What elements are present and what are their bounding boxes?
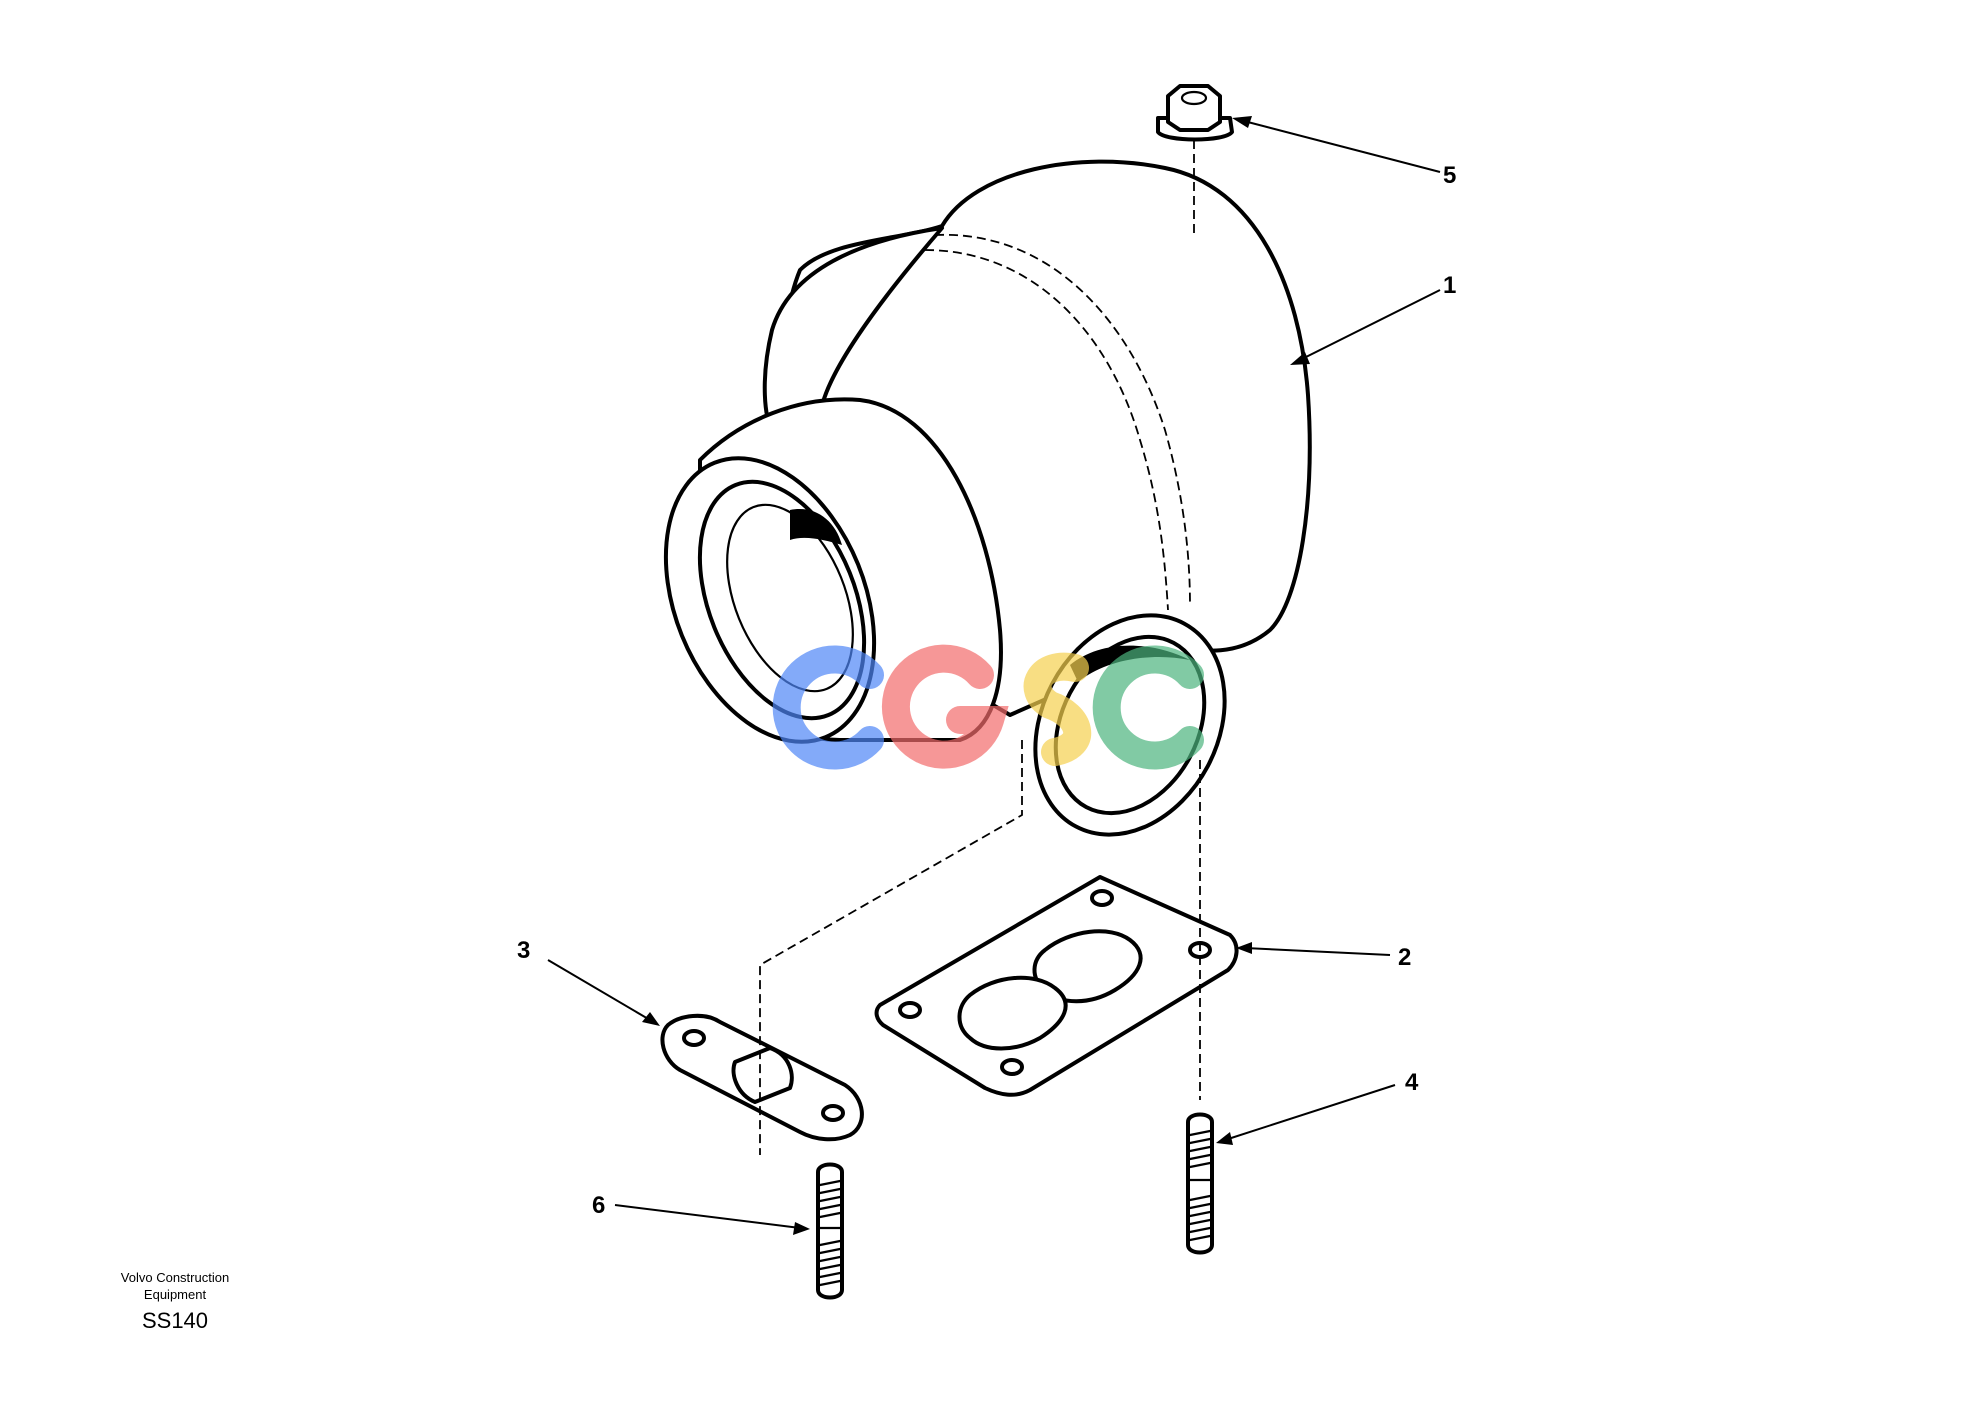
watermark-logo (772, 644, 1204, 770)
stud-right-threads (1188, 1129, 1212, 1242)
caption-brand-line-2: Equipment (143, 1287, 207, 1302)
callout-6: 6 (592, 1192, 605, 1219)
leader-1 (1299, 289, 1441, 361)
stud-left (816, 1162, 844, 1300)
arrow-2 (1236, 942, 1252, 954)
housing-left-lobe (762, 226, 944, 432)
drain-gasket-hole-left (682, 1029, 706, 1047)
watermark-letter-s (1023, 652, 1091, 766)
oil-drain-gasket (660, 740, 1023, 1155)
arrow-6 (793, 1222, 810, 1235)
flange-nut (1156, 84, 1234, 235)
housing-seam-inner (924, 249, 1169, 611)
leader-3 (547, 959, 651, 1021)
leader-2 (1244, 947, 1391, 956)
callout-numbers: 5 1 2 3 4 6 (517, 162, 1456, 1219)
caption-model-code: SS140 (141, 1308, 209, 1333)
compressor-inner-ring (726, 503, 854, 693)
nut-hex (1166, 84, 1222, 132)
callout-5: 5 (1443, 162, 1456, 189)
stud-right-body (1186, 1112, 1214, 1255)
gasket-bolt-hole-bottom (1000, 1058, 1024, 1076)
gasket-bolt-hole-top (1090, 889, 1114, 907)
stud-right (1186, 1112, 1214, 1255)
callout-1: 1 (1443, 272, 1456, 299)
leader-6 (614, 1204, 801, 1229)
arrow-4 (1216, 1132, 1233, 1145)
gasket-bolt-hole-left (898, 1001, 922, 1019)
arrow-5 (1232, 116, 1252, 128)
drain-gasket-port (731, 1046, 794, 1104)
watermark-letter-g (881, 644, 1009, 769)
gasket-port-lower (957, 975, 1068, 1051)
leader-5 (1239, 119, 1441, 173)
housing-seam-outer (934, 234, 1191, 606)
stud-left-threads (818, 1179, 842, 1287)
watermark-letter-c-2 (1092, 645, 1204, 770)
callout-3: 3 (517, 937, 530, 964)
compressor-inner-shadow (790, 509, 842, 545)
caption-brand-line-1: Volvo Construction (120, 1270, 230, 1285)
callout-2: 2 (1398, 944, 1411, 971)
watermark-letter-c-1 (772, 645, 884, 770)
callout-leaders (547, 116, 1441, 1235)
arrow-1 (1290, 352, 1310, 365)
drain-axis-line (759, 740, 1023, 1155)
arrow-3 (642, 1012, 660, 1026)
callout-4: 4 (1405, 1069, 1419, 1096)
nut-thread-hole (1180, 90, 1208, 106)
leader-4 (1224, 1084, 1396, 1141)
turbine-gasket (874, 760, 1239, 1100)
drain-gasket-hole-right (821, 1104, 845, 1122)
